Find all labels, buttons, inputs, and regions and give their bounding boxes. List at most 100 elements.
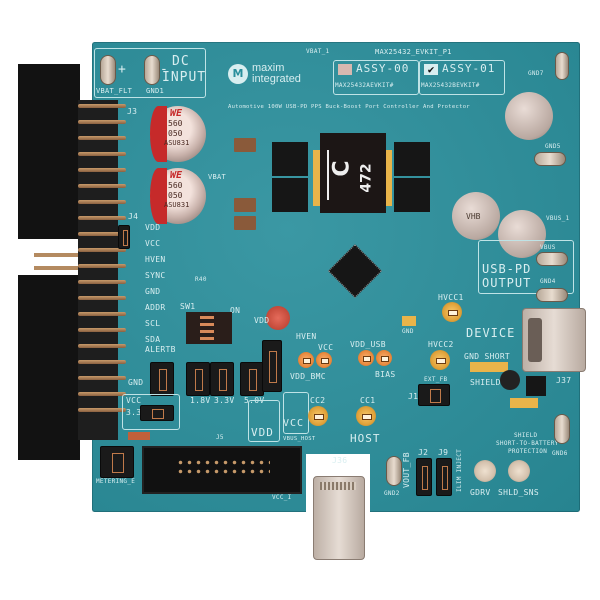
usb-pd-label-2: OUTPUT (482, 276, 532, 290)
signal-addr: ADDR (145, 303, 166, 312)
testpoint-cc2[interactable] (308, 406, 328, 426)
gnd1-label: GND1 (146, 87, 165, 95)
jumper-1[interactable] (150, 362, 174, 396)
gnd6-label: GND6 (552, 450, 568, 457)
pin-row (78, 104, 126, 424)
testpoint-gdrv[interactable] (474, 460, 496, 482)
gnd2-label: GND2 (384, 490, 400, 497)
mosfet-q3 (394, 142, 430, 176)
assy-01-checkbox[interactable]: ✔ (424, 64, 438, 75)
testpoint-hvcc1[interactable] (442, 302, 462, 322)
j5-ref: J5 (216, 434, 224, 441)
jumper-3v3[interactable] (210, 362, 234, 396)
r40-label: R40 (195, 276, 207, 283)
connector-j3-housing-top (18, 64, 80, 239)
tp-cc1-label: CC1 (360, 396, 376, 405)
signal-vcc: VCC (145, 239, 161, 248)
usb-pd-label-1: USB-PD (482, 262, 532, 276)
j9-label: J9 (438, 448, 449, 457)
gnd1-terminal[interactable] (144, 55, 160, 85)
jumper-orange[interactable] (128, 432, 150, 440)
vbat-flt-terminal[interactable] (100, 55, 116, 85)
gnd5-terminal[interactable] (534, 152, 566, 166)
device-label: DEVICE (466, 326, 516, 340)
gnd-pad[interactable] (402, 316, 416, 326)
gnd4-label: GND4 (540, 278, 556, 285)
vbus-host-label: VBUS_HOST (283, 436, 316, 442)
shield-pad (510, 398, 538, 408)
assy-00-kit: MAX25432AEVKIT# (335, 82, 394, 89)
jumper-j9[interactable] (436, 458, 452, 496)
gnd2-terminal[interactable] (386, 456, 402, 486)
usb-c-host-plug[interactable] (313, 476, 365, 560)
tp-gnd-label: GND (402, 328, 414, 335)
assy-01-kit: MAX25432BEVKIT# (421, 82, 480, 89)
part-number: MAX25432_EVKIT_P1 (375, 48, 452, 56)
bulk-cap-1 (150, 106, 206, 162)
gnd6-terminal[interactable] (554, 414, 570, 444)
signal-scl: SCL (145, 319, 161, 328)
shield-ic (526, 376, 546, 396)
gnd5-label: GND5 (545, 143, 561, 150)
dc-title-2: INPUT (162, 70, 207, 85)
tp-cc2-label: CC2 (310, 396, 326, 405)
connector-j3-pins (78, 100, 118, 440)
testpoint-hvcc2[interactable] (430, 350, 450, 370)
output-cap-1 (505, 92, 553, 140)
gnd4-terminal[interactable] (536, 288, 568, 302)
output-cap-3 (498, 210, 546, 258)
pin-stub-bottom (34, 266, 78, 270)
metering-header[interactable] (100, 446, 134, 478)
signal-vdd: VDD (145, 223, 161, 232)
assy-00-checkbox[interactable] (338, 64, 352, 75)
inductor-l1 (320, 133, 386, 213)
vdd-box (248, 400, 280, 442)
jumper-j1-ext-fb[interactable] (418, 384, 450, 406)
host-label: HOST (350, 432, 381, 445)
mosfet-q2 (272, 178, 308, 212)
signal-sda: SDA (145, 335, 161, 344)
dc-title-1: DC (172, 54, 190, 69)
signal-sync: SYNC (145, 271, 166, 280)
testpoint-vdd-usb[interactable] (358, 350, 374, 366)
vdd-box-label: VDD (251, 426, 274, 439)
shield-prot-2: SHORT-TO-BATTERY (496, 440, 559, 447)
testpoint-shld-sns[interactable] (508, 460, 530, 482)
vcc-select-jumper[interactable] (140, 405, 174, 421)
testpoint-bias[interactable] (376, 350, 392, 366)
inductor-value: 472 (358, 163, 375, 193)
volt-3v3: 3.3V (214, 396, 235, 405)
vcc-select-value: 3.3 (126, 408, 142, 417)
vcc-select-title: VCC (126, 396, 142, 405)
connector-j3-housing-bottom (18, 275, 80, 460)
jumper-1v8[interactable] (186, 362, 210, 396)
gnd-left-label: GND (128, 378, 144, 387)
tp-hvcc2-label: HVCC2 (428, 340, 454, 349)
tp-vcc-label: VCC (318, 343, 334, 352)
output-cap-2-text: VHB (466, 212, 481, 221)
testpoint-vcc[interactable] (316, 352, 332, 368)
dc-minus: - (160, 62, 169, 77)
input-cap-smd-2 (234, 198, 256, 212)
testpoint-cc1[interactable] (356, 406, 376, 426)
jumper-5v0[interactable] (240, 362, 264, 396)
output-cap-2 (452, 192, 500, 240)
jumper-j2[interactable] (416, 458, 432, 496)
bulk-cap-2 (150, 168, 206, 224)
testpoint-vdd-bmc[interactable] (298, 352, 314, 368)
vbus-terminal[interactable] (536, 252, 568, 266)
j4-jumper[interactable] (118, 225, 130, 249)
vout-fb-label: VOUT_FB (402, 452, 411, 488)
assy-00-box (333, 60, 419, 95)
bulk-cap-2-l1: 560 (168, 181, 183, 190)
vbat-flt-label: VBAT_FLT (96, 87, 133, 95)
mosfet-q4 (394, 178, 430, 212)
ribbon-header-pins (176, 458, 270, 476)
vcc-i-label: VCC_I (272, 494, 292, 501)
signal-gnd: GND (145, 287, 161, 296)
assy-01-box (419, 60, 505, 95)
jumper-vdd[interactable] (262, 340, 282, 392)
j36-label: J36 (332, 456, 348, 465)
gnd7-terminal[interactable] (555, 52, 569, 80)
gnd-short-pad[interactable] (470, 362, 508, 372)
